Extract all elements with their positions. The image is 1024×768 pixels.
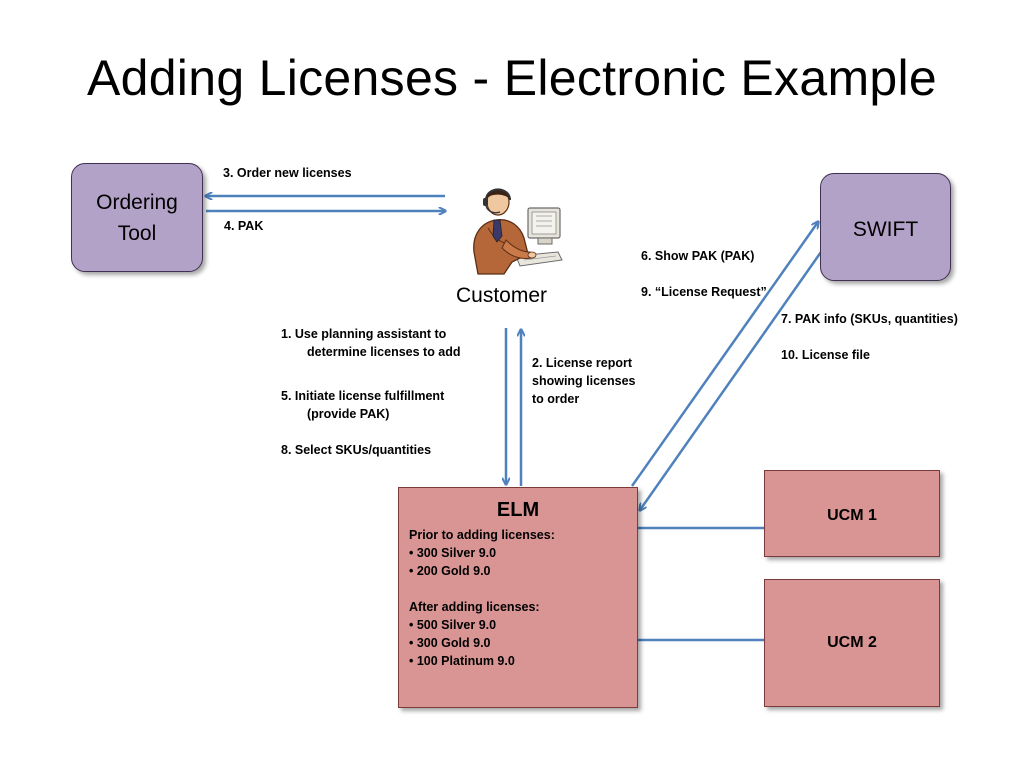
elm-after-item: • 300 Gold 9.0 xyxy=(409,636,491,650)
label-step4: 4. PAK xyxy=(224,219,264,233)
ucm1-box: UCM 1 xyxy=(764,470,940,557)
label-step2: 2. License report showing licenses to or… xyxy=(532,354,636,408)
elm-prior-heading: Prior to adding licenses: xyxy=(409,528,555,542)
label-step5: 5. Initiate license fulfillment (provide… xyxy=(281,387,444,423)
ucm2-box: UCM 2 xyxy=(764,579,940,707)
arrow-swift-to-elm xyxy=(640,241,830,510)
swift-box: SWIFT xyxy=(820,173,951,281)
customer-label: Customer xyxy=(456,284,548,307)
label-step7: 7. PAK info (SKUs, quantities) xyxy=(781,312,958,326)
ucm1-label: UCM 1 xyxy=(827,507,877,524)
ordering-tool-label-line1: Ordering xyxy=(96,190,178,214)
label-step2-line2: showing licenses xyxy=(532,374,636,388)
elm-title: ELM xyxy=(496,499,540,521)
label-step1-line1: 1. Use planning assistant to xyxy=(281,327,447,341)
arrow-elm-to-swift xyxy=(630,222,818,487)
label-step5-line2: (provide PAK) xyxy=(307,407,390,421)
label-step5-line1: 5. Initiate license fulfillment xyxy=(281,389,445,403)
label-step10: 10. License file xyxy=(781,348,870,362)
customer-icon xyxy=(473,188,563,275)
ordering-tool-box: Ordering Tool xyxy=(71,163,203,272)
ucm2-label: UCM 2 xyxy=(827,634,877,651)
label-step3: 3. Order new licenses xyxy=(223,166,352,180)
label-step6: 6. Show PAK (PAK) xyxy=(641,249,755,263)
label-step8: 8. Select SKUs/quantities xyxy=(281,443,432,457)
label-step9: 9. “License Request” xyxy=(641,285,767,299)
swift-label: SWIFT xyxy=(852,218,919,241)
label-step2-line1: 2. License report xyxy=(532,356,633,370)
elm-after-heading: After adding licenses: xyxy=(409,600,540,614)
label-step1-line2: determine licenses to add xyxy=(307,345,461,359)
ordering-tool-label-line2: Tool xyxy=(117,221,157,245)
elm-prior-item: • 300 Silver 9.0 xyxy=(409,546,497,560)
elm-box: ELM Prior to adding licenses: • 300 Silv… xyxy=(398,487,638,708)
page-title: Adding Licenses - Electronic Example xyxy=(86,50,938,106)
elm-prior-item: • 200 Gold 9.0 xyxy=(409,564,491,578)
label-step1: 1. Use planning assistant to determine l… xyxy=(281,325,461,361)
elm-after-item: • 500 Silver 9.0 xyxy=(409,618,497,632)
label-step2-line3: to order xyxy=(532,392,580,406)
elm-after-item: • 100 Platinum 9.0 xyxy=(409,654,515,668)
